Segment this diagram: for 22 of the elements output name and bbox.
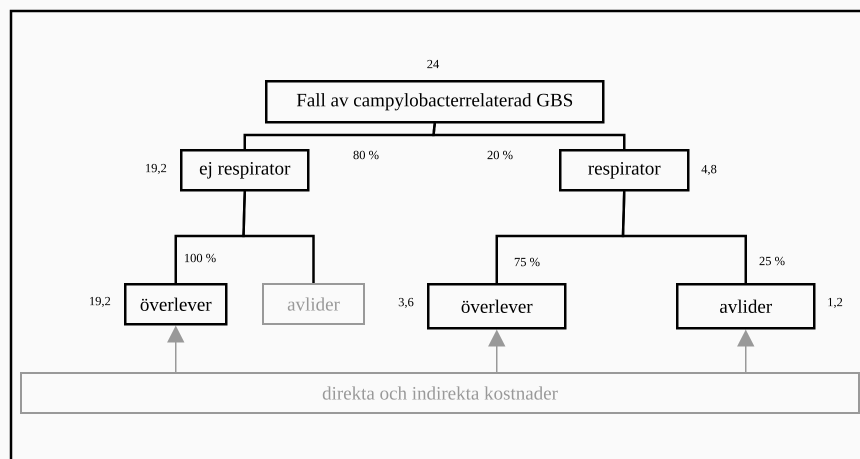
connector-line <box>432 123 626 149</box>
value-label: 19,2 <box>90 296 110 308</box>
value-label: 24 <box>427 60 440 68</box>
tree-box: överlever <box>124 283 228 326</box>
edge-label: 75 % <box>514 258 540 266</box>
edge-label: 80 % <box>353 150 379 160</box>
tree-box: avlider <box>262 283 365 325</box>
edge-label: 20 % <box>488 150 513 160</box>
value-label: 1,2 <box>828 298 842 308</box>
tree-box: ej respirator <box>180 149 310 192</box>
connector-line <box>242 191 315 283</box>
value-label: 4,8 <box>701 164 716 176</box>
edge-label: 100 % <box>184 254 216 262</box>
tree-box: Fall av campylobacterrelaterad GBS <box>265 80 604 124</box>
tree-box: respirator <box>559 149 690 192</box>
tree-box: överlever <box>427 283 566 330</box>
value-label: 3,6 <box>398 298 414 308</box>
connector-line <box>622 191 747 283</box>
cost-box: direkta och indirekta kostnader <box>20 372 860 414</box>
edge-label: 25 % <box>760 256 785 266</box>
tree-box: avlider <box>676 283 816 330</box>
value-label: 19,2 <box>146 164 166 174</box>
